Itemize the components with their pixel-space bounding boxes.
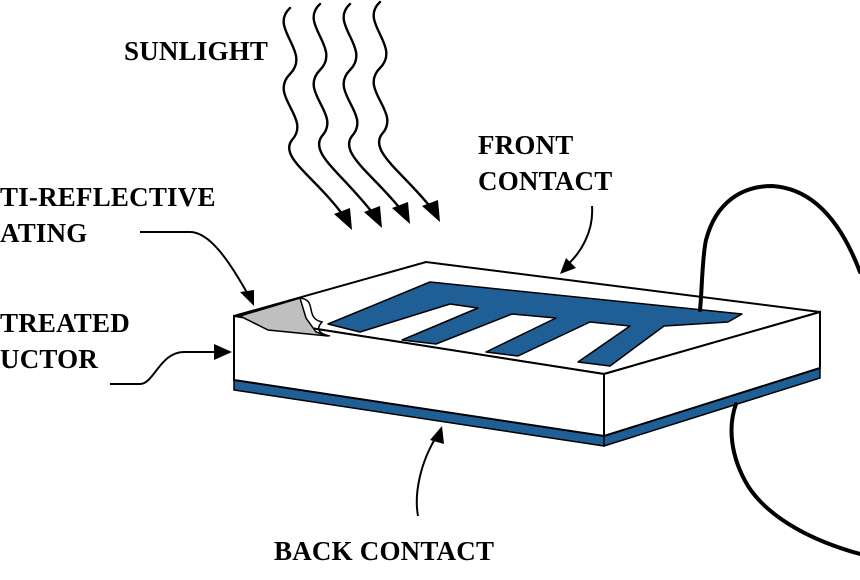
front-contact-arrowhead [560,258,576,274]
semiconductor-arrowhead [214,344,232,360]
label-front-contact-line1: FRONT [478,130,574,160]
coating-curl [299,297,331,337]
label-anti-reflective-line2: ATING [0,218,88,248]
arrowhead-ray-4 [422,200,440,222]
cell-right-face [603,310,821,438]
sunlight-ray-3 [342,2,408,218]
sunlight-ray-4 [372,0,438,216]
back-contact-leader [415,433,439,517]
sunlight-arrowheads [334,200,440,230]
back-contact-arrowhead [430,426,444,444]
label-treated-line1: TREATED [0,308,130,338]
anti-reflective-leader [140,231,251,299]
front-contact-comb [327,281,743,367]
label-sunlight: SUNLIGHT [124,36,269,66]
label-front-contact-line2: CONTACT [478,166,613,196]
semiconductor-leader [110,351,222,385]
label-anti-reflective-line1: TI-REFLECTIVE [0,182,216,212]
sunlight-ray-1 [282,6,350,224]
leader-lines [110,205,594,517]
label-back-contact: BACK CONTACT [274,536,495,566]
anti-reflective-coating [237,297,331,337]
back-contact-wire [729,402,860,556]
front-contact-wire [698,183,860,312]
sunlight-rays [282,0,438,224]
front-contact-leader [565,205,594,267]
sunlight-ray-2 [312,2,380,222]
semiconductor-body [233,260,821,438]
label-treated-line2: UCTOR [0,344,99,374]
front-contact-grid [327,281,743,367]
leader-arrowheads [214,258,576,444]
arrowhead-ray-1 [334,208,352,230]
wires [698,183,860,556]
anti-reflective-arrowhead [240,290,254,306]
arrowhead-ray-3 [392,202,410,224]
arrowhead-ray-2 [364,206,382,228]
